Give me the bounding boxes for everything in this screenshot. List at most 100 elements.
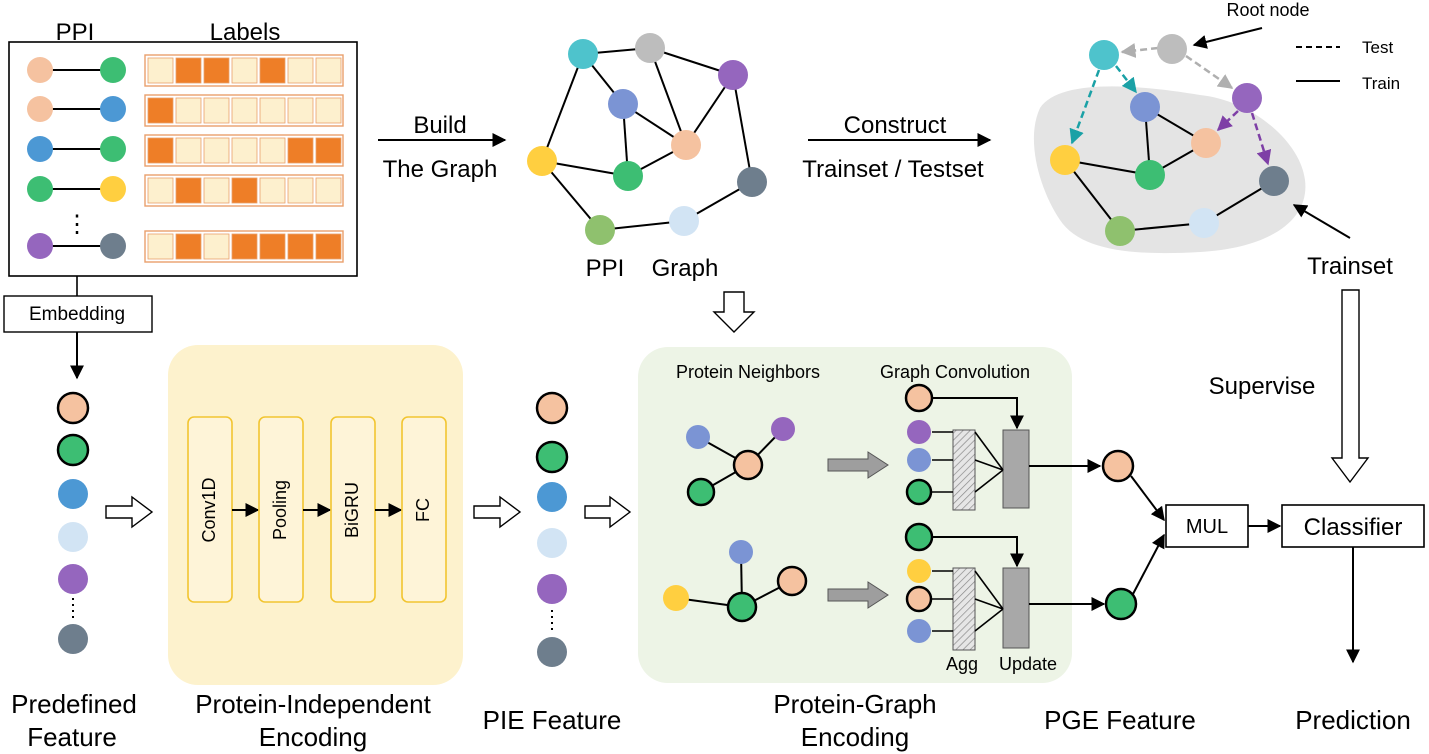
ppi-protein-node bbox=[27, 96, 53, 122]
label-cell-positive bbox=[315, 233, 342, 260]
test-edge-root-to-purple bbox=[1185, 54, 1234, 90]
pie-encoding-label-1: Protein-Independent bbox=[195, 689, 431, 719]
label-cell-positive bbox=[259, 233, 286, 260]
feature-node-green bbox=[535, 440, 569, 474]
graph-node-yellow bbox=[527, 146, 557, 176]
pie-block bbox=[401, 416, 447, 603]
aggregation-fan-line bbox=[974, 608, 1004, 632]
label-cell-positive bbox=[175, 233, 202, 260]
tt-node-teal bbox=[1089, 40, 1119, 70]
ppi-protein-node bbox=[27, 176, 53, 202]
test-edge-root-to-teal bbox=[1120, 43, 1159, 58]
feature-node-slate bbox=[58, 624, 88, 654]
edge-line bbox=[541, 53, 584, 162]
feature-node-lightblue bbox=[58, 522, 88, 552]
supervise-label: Supervise bbox=[1209, 373, 1316, 400]
label-cell-negative bbox=[203, 233, 230, 260]
protein-neighbors-label: Protein Neighbors bbox=[676, 362, 820, 382]
the-graph-label: The Graph bbox=[383, 156, 498, 183]
label-cell-negative bbox=[287, 57, 314, 84]
feature-node-peach bbox=[56, 391, 90, 425]
gray-block-arrow bbox=[827, 451, 889, 479]
aggregation-fan-line bbox=[974, 469, 1004, 493]
tt-node-purple bbox=[1232, 83, 1262, 113]
label-row-frame bbox=[144, 134, 344, 167]
self-connection-arrow bbox=[932, 536, 1024, 568]
aggregation-fan-line bbox=[974, 598, 1004, 610]
hollow-right-arrow-1 bbox=[105, 495, 154, 529]
label-cell-positive bbox=[231, 233, 258, 260]
label-cell-negative bbox=[287, 97, 314, 124]
label-cell-negative bbox=[231, 137, 258, 164]
pge-encoding-label-1: Protein-Graph bbox=[773, 689, 936, 719]
pie-block-label-3: FC bbox=[413, 498, 433, 522]
label-cell-negative bbox=[147, 57, 174, 84]
trainset-pointer bbox=[1292, 204, 1351, 239]
feature-node-slate bbox=[537, 637, 567, 667]
label-cell-negative bbox=[203, 137, 230, 164]
label-cell-positive bbox=[147, 97, 174, 124]
graph-node-periwinkle bbox=[608, 89, 638, 119]
gc-neighbor-node bbox=[907, 420, 931, 444]
trainset-label: Trainset bbox=[1307, 253, 1393, 280]
neighbor-node bbox=[771, 417, 795, 441]
hollow-right-arrow-2 bbox=[473, 495, 522, 529]
tt-node-slate bbox=[1259, 166, 1289, 196]
label-cell-negative bbox=[287, 177, 314, 204]
pge-content bbox=[663, 383, 1030, 651]
pge-to-mul-arrow bbox=[1132, 533, 1165, 595]
pie-block-label-1: Pooling bbox=[270, 480, 290, 540]
feature-node-purple bbox=[58, 564, 88, 594]
label-cell-negative bbox=[315, 97, 342, 124]
label-cell-negative bbox=[147, 177, 174, 204]
neighbor-node bbox=[686, 477, 716, 507]
agg-label: Agg bbox=[946, 654, 978, 674]
label-row-frame bbox=[144, 94, 344, 127]
legend-test-label: Test bbox=[1362, 38, 1393, 57]
edge-line bbox=[541, 160, 601, 231]
aggregation-fan-line bbox=[974, 459, 1004, 471]
feature-node-lightblue bbox=[537, 528, 567, 558]
graph-node-softgreen bbox=[585, 215, 615, 245]
gc-neighbor-node bbox=[907, 448, 931, 472]
label-row-frame bbox=[144, 174, 344, 207]
test-edge-teal-to-yellow bbox=[1069, 69, 1101, 145]
hollow-down-arrow-graph bbox=[712, 291, 756, 333]
ppi-protein-node bbox=[27, 233, 53, 259]
tt-node-green bbox=[1135, 160, 1165, 190]
ppi-protein-node bbox=[27, 57, 53, 83]
feature-node-purple bbox=[537, 574, 567, 604]
label-cell-negative bbox=[231, 97, 258, 124]
feature-node-green bbox=[56, 433, 90, 467]
train-test-graph bbox=[1050, 34, 1289, 246]
pie-feature-column bbox=[535, 391, 569, 667]
ppi-protein-node bbox=[100, 176, 126, 202]
label-cell-negative bbox=[259, 97, 286, 124]
gc-neighbor-node bbox=[907, 559, 931, 583]
graph-node-peach bbox=[671, 130, 701, 160]
aggregation-fan-line bbox=[974, 570, 1004, 610]
gc-self-node bbox=[904, 522, 934, 552]
tt-node-gray bbox=[1157, 34, 1187, 64]
label-cell-positive bbox=[203, 57, 230, 84]
label-row-frame bbox=[144, 54, 344, 87]
aggregation-fan-line bbox=[974, 431, 1004, 471]
ppi-graph-label-ppi: PPI bbox=[586, 255, 625, 282]
graph-node-teal bbox=[568, 39, 598, 69]
label-cell-negative bbox=[231, 57, 258, 84]
label-cell-negative bbox=[203, 177, 230, 204]
self-connection-arrow bbox=[932, 397, 1024, 430]
pge-feature-node-green bbox=[1104, 587, 1138, 621]
label-grid bbox=[144, 54, 344, 263]
graph-convolution-label: Graph Convolution bbox=[880, 362, 1030, 382]
pie-block-label-2: BiGRU bbox=[342, 482, 362, 538]
gc-neighbor-node bbox=[907, 619, 931, 643]
ppi-protein-node bbox=[100, 233, 126, 259]
label-cell-positive bbox=[231, 177, 258, 204]
label-cell-negative bbox=[147, 233, 174, 260]
edge-line bbox=[732, 74, 753, 183]
pie-block-label-0: Conv1D bbox=[199, 477, 219, 542]
graph-node-green bbox=[613, 161, 643, 191]
construct-label: Construct bbox=[844, 112, 947, 139]
